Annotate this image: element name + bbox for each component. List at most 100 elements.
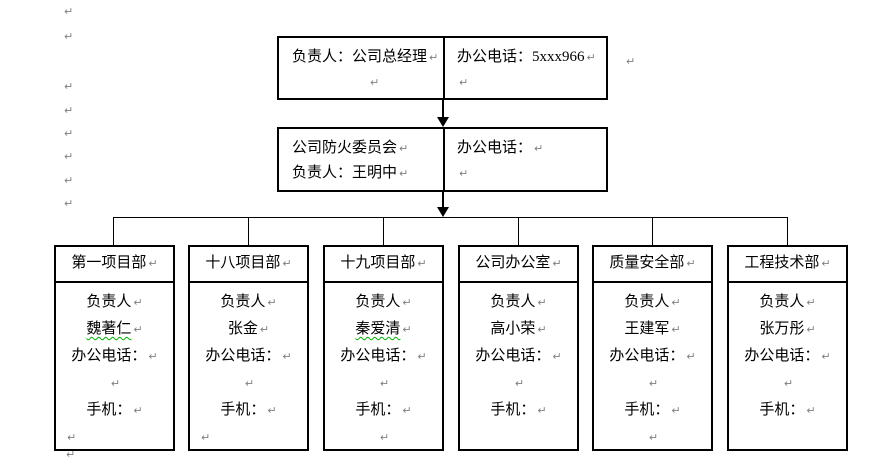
paragraph-mark: ↵ [402, 296, 412, 309]
leader-name-line: 高小荣↵ [460, 316, 577, 343]
dept-box-project19: 十九项目部↵ 负责人↵ 秦爱清↵ 办公电话：↵ ↵ 手机：↵ ↵ [323, 245, 444, 451]
paragraph-mark: ↵ [671, 323, 681, 336]
phone-label-line: 办公电话：↵ [190, 343, 307, 370]
leader-name-line: 张万彤↵ [729, 316, 846, 343]
phone-label: 办公电话： [457, 49, 533, 65]
paragraph-mark: ↵ [806, 323, 816, 336]
empty-line: ↵ [56, 424, 173, 451]
fire-committee-cell: 公司防火委员会↵ 负责人：王明中↵ [279, 129, 445, 190]
paragraph-mark: ↵ [537, 296, 547, 309]
leader-label: 负责人 [624, 294, 670, 310]
general-manager-cell: 负责人：公司总经理↵ ↵ [279, 38, 445, 98]
responsible-line: 负责人：王明中↵ [292, 161, 443, 186]
connector-stub [518, 217, 519, 245]
responsible-text: 负责人：王明中 [292, 165, 398, 181]
leader-name: 张万彤 [759, 321, 805, 337]
phone-line: 办公电话：↵ [457, 136, 606, 161]
dept-title-text: 第一项目部 [71, 255, 147, 271]
dept-title-text: 质量安全部 [609, 255, 685, 271]
phone-label-line: 办公电话：↵ [325, 343, 442, 370]
paragraph-mark: ↵ [64, 197, 74, 210]
paragraph-mark: ↵ [534, 142, 544, 155]
paragraph-mark: ↵ [267, 404, 277, 417]
mobile-label-line: 手机：↵ [56, 397, 173, 424]
paragraph-mark: ↵ [259, 323, 270, 336]
paragraph-mark: ↵ [399, 142, 409, 155]
paragraph-mark: ↵ [648, 377, 659, 390]
paragraph-mark: ↵ [110, 377, 121, 390]
paragraph-mark: ↵ [821, 257, 831, 270]
paragraph-mark: ↵ [64, 5, 74, 18]
mobile-label: 手机： [220, 402, 266, 418]
mobile-label-line: 手机：↵ [190, 397, 307, 424]
leader-name-line: 王建军↵ [594, 316, 711, 343]
paragraph-mark: ↵ [64, 150, 74, 163]
paragraph-mark: ↵ [552, 350, 562, 363]
paragraph-mark: ↵ [133, 296, 143, 309]
paragraph-mark: ↵ [648, 431, 659, 444]
dept-body: 负责人↵ 魏著仁↵ 办公电话：↵ ↵ 手机：↵ ↵ [56, 283, 173, 451]
leader-name-line: 魏著仁↵ [56, 316, 173, 343]
empty-line: ↵ [292, 70, 443, 95]
paragraph-mark: ↵ [586, 51, 596, 64]
empty-line: ↵ [460, 370, 577, 397]
phone-label: 办公电话： [205, 348, 281, 364]
empty-line: ↵ [190, 370, 307, 397]
connector-stub [787, 217, 788, 245]
dept-body: 负责人↵ 张万彤↵ 办公电话：↵ ↵ 手机：↵ [729, 283, 846, 424]
paragraph-mark: ↵ [64, 80, 74, 93]
connector-stub [113, 217, 114, 245]
phone-label: 办公电话： [340, 348, 416, 364]
dept-body: 负责人↵ 王建军↵ 办公电话：↵ ↵ 手机：↵ ↵ [594, 283, 711, 451]
responsible-line: 负责人：公司总经理↵ [292, 45, 443, 70]
arrow-down-icon [437, 207, 449, 217]
empty-line: ↵ [594, 424, 711, 451]
dept-body: 负责人↵ 张金↵ 办公电话：↵ ↵ 手机：↵ ↵ [190, 283, 307, 451]
paragraph-mark: ↵ [148, 350, 158, 363]
empty-line: ↵ [594, 370, 711, 397]
leader-name: 高小荣 [490, 321, 536, 337]
paragraph-mark: ↵ [64, 104, 74, 117]
empty-line: ↵ [457, 161, 606, 186]
connector-line [442, 100, 444, 119]
mobile-label: 手机： [355, 402, 401, 418]
connector-horizontal-line [113, 217, 788, 218]
paragraph-mark: ↵ [671, 404, 681, 417]
mobile-label: 手机： [624, 402, 670, 418]
connector-stub [383, 217, 384, 245]
dept-title-text: 工程技术部 [744, 255, 820, 271]
empty-line: ↵ [190, 424, 307, 451]
paragraph-mark: ↵ [379, 431, 390, 444]
paragraph-mark: ↵ [459, 167, 469, 180]
paragraph-mark: ↵ [66, 448, 76, 461]
dept-title-text: 十九项目部 [340, 255, 416, 271]
leader-name-line: 秦爱清↵ [325, 316, 442, 343]
dept-title: 第一项目部↵ [56, 247, 173, 283]
responsible-text: 负责人：公司总经理 [292, 49, 428, 65]
dept-body: 负责人↵ 秦爱清↵ 办公电话：↵ ↵ 手机：↵ ↵ [325, 283, 442, 451]
fire-committee-box: 公司防火委员会↵ 负责人：王明中↵ 办公电话：↵ ↵ [277, 127, 608, 192]
paragraph-mark: ↵ [148, 257, 158, 270]
mobile-label: 手机： [86, 402, 132, 418]
paragraph-mark: ↵ [64, 127, 74, 140]
paragraph-mark: ↵ [686, 257, 696, 270]
connector-stub [652, 217, 653, 245]
leader-name: 张金 [227, 321, 258, 337]
paragraph-mark: ↵ [626, 55, 636, 68]
leader-label: 负责人 [220, 294, 266, 310]
arrow-down-icon [437, 117, 449, 127]
paragraph-mark: ↵ [267, 296, 277, 309]
mobile-label-line: 手机：↵ [594, 397, 711, 424]
empty-line: ↵ [457, 70, 606, 95]
paragraph-mark: ↵ [459, 76, 469, 89]
phone-label: 办公电话： [475, 348, 551, 364]
paragraph-mark: ↵ [402, 404, 412, 417]
dept-box-project1: 第一项目部↵ 负责人↵ 魏著仁↵ 办公电话：↵ ↵ 手机：↵ ↵ [54, 245, 175, 451]
paragraph-mark: ↵ [686, 350, 696, 363]
paragraph-mark: ↵ [806, 296, 816, 309]
paragraph-mark: ↵ [821, 350, 831, 363]
dept-box-office: 公司办公室↵ 负责人↵ 高小荣↵ 办公电话：↵ ↵ 手机：↵ [458, 245, 579, 451]
mobile-label: 手机： [759, 402, 805, 418]
leader-label-line: 负责人↵ [190, 289, 307, 316]
phone-label: 办公电话： [457, 140, 533, 156]
